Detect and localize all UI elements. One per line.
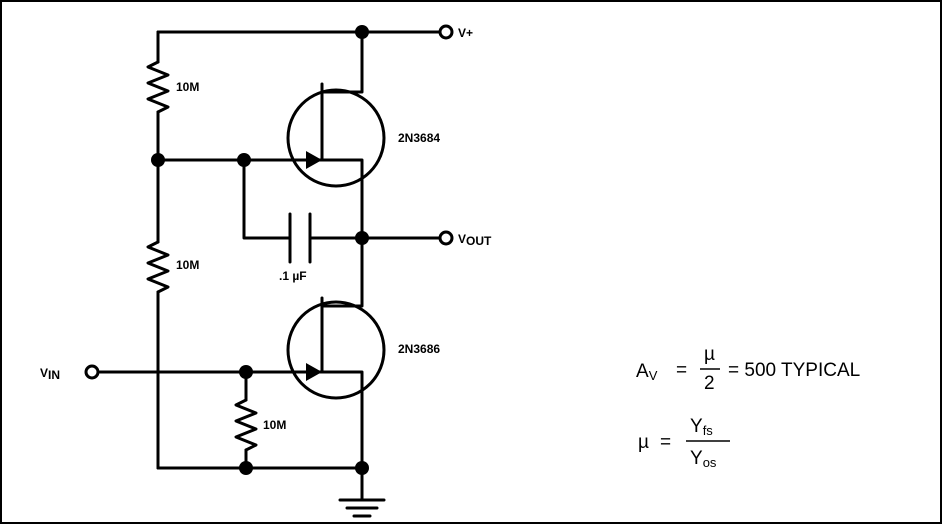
resistor-r3	[234, 398, 258, 452]
label-r2: 10M	[176, 258, 199, 272]
resistor-r1	[146, 60, 170, 114]
label-v-out: VOUT	[458, 232, 492, 248]
label-q-top: 2N3684	[398, 131, 440, 145]
mu-equals: =	[660, 432, 671, 453]
label-r1: 10M	[176, 80, 199, 94]
resistor-r2	[146, 240, 170, 294]
yos-denominator: Yos	[690, 448, 717, 470]
terminal-v-plus	[438, 24, 454, 40]
av-equals: =	[676, 360, 687, 381]
mu-lhs: µ	[638, 432, 649, 453]
label-q-bottom: 2N3686	[398, 342, 440, 356]
av-result: = 500 TYPICAL	[728, 360, 860, 381]
capacitor-c1	[288, 212, 312, 264]
av-two-denominator: 2	[704, 373, 715, 394]
label-v-plus: V+	[458, 26, 473, 40]
label-v-in: VIN	[40, 366, 60, 382]
yfs-numerator: Yfs	[690, 416, 713, 438]
mu-equation: µ = Yfs Yos	[638, 416, 730, 470]
ground-symbol	[338, 498, 386, 518]
gain-equation: AV = µ 2 = 500 TYPICAL	[636, 344, 860, 394]
terminal-v-out	[438, 230, 454, 246]
label-capacitor: .1 µF	[279, 269, 307, 283]
label-r3: 10M	[263, 418, 286, 432]
jfet-top	[286, 82, 386, 188]
av-lhs: AV	[636, 361, 658, 383]
av-mu-numerator: µ	[704, 344, 715, 365]
jfet-bottom	[286, 296, 386, 400]
terminal-v-in	[84, 364, 100, 380]
junction-dots	[151, 25, 369, 475]
